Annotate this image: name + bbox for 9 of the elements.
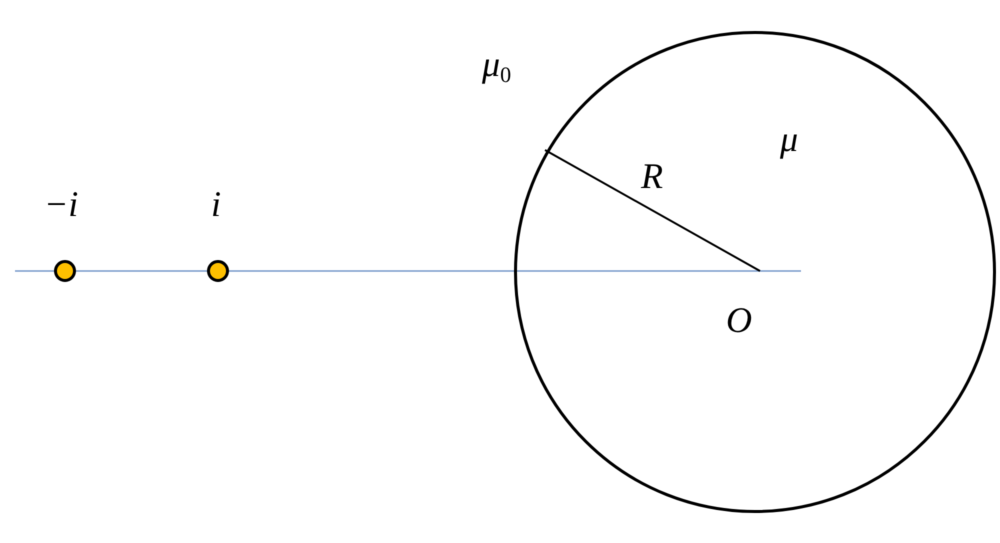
region-symbol: μ$_{0}$	[482, 46, 512, 86]
current-symbol: i	[211, 186, 222, 222]
current-point	[207, 260, 229, 282]
center-symbol: O	[726, 302, 752, 338]
radius-symbol: R	[641, 158, 663, 194]
current-point	[54, 260, 76, 282]
current-symbol: −i	[44, 186, 78, 222]
cylinder-cross-section	[514, 31, 996, 513]
region-symbol: μ	[780, 121, 798, 157]
